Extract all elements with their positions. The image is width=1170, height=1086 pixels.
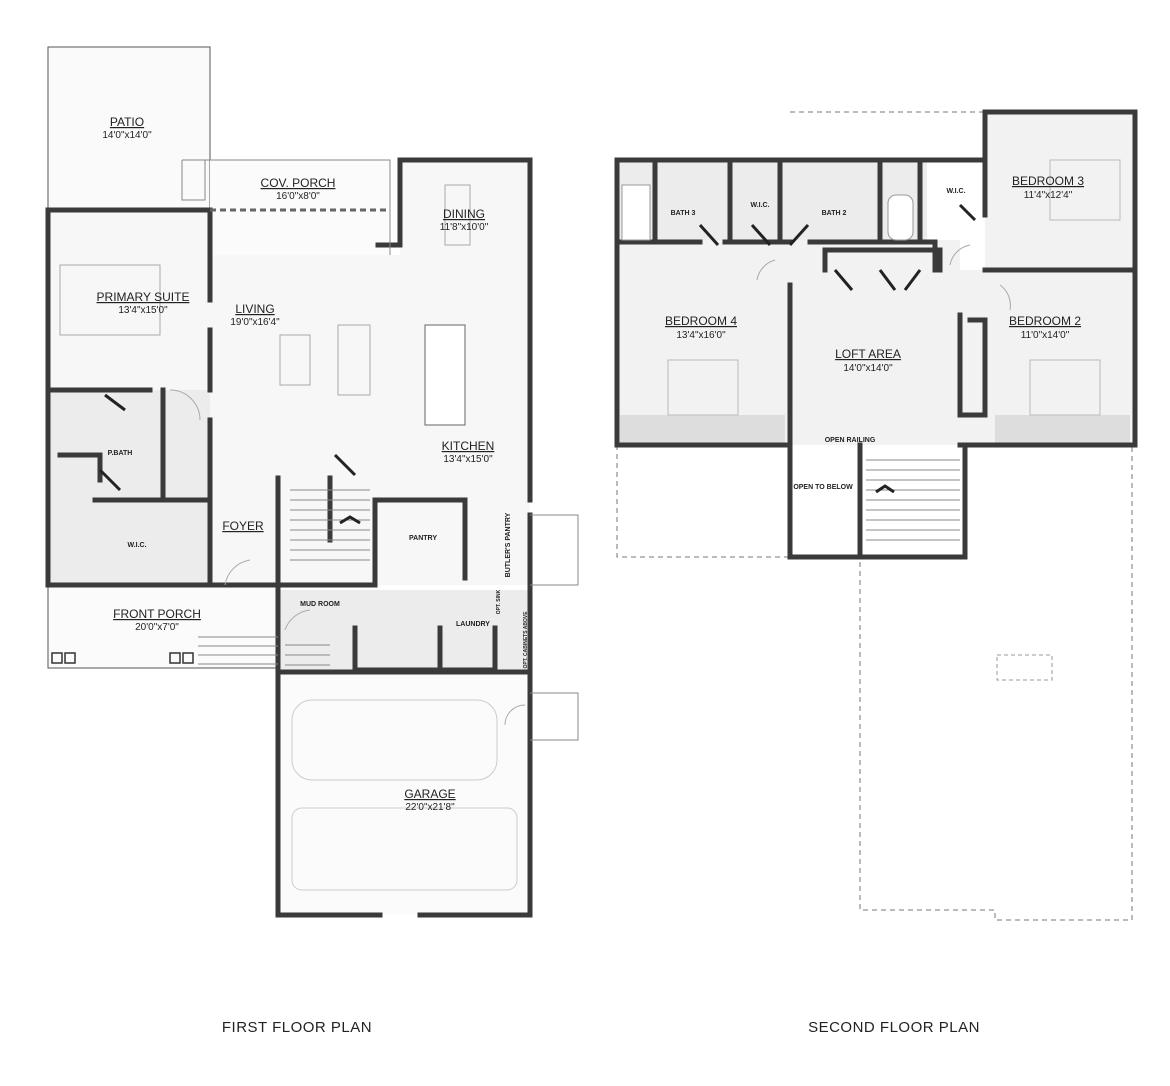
kitchen-island — [424, 324, 466, 426]
opt-cabinets-label: OPT. CABINETS ABOVE — [523, 611, 529, 669]
living-size: 19'0"x16'4" — [230, 317, 280, 328]
pbath-label: P.BATH — [108, 450, 133, 457]
loft-size: 14'0"x14'0" — [843, 363, 893, 374]
dining-walls — [375, 157, 533, 503]
mudroom-floor — [280, 590, 530, 670]
second-floor-exterior-walls — [614, 109, 1138, 448]
bed-bedroom4 — [667, 359, 739, 416]
cov-porch-size: 16'0"x8'0" — [276, 191, 320, 202]
dining-floor — [400, 160, 530, 260]
wic-label: W.I.C. — [127, 542, 146, 549]
window-seat-bedroom4 — [620, 415, 785, 443]
living-label: LIVING — [235, 302, 274, 316]
sofa — [337, 324, 371, 396]
first-floor-doors — [98, 389, 526, 726]
bedroom4-floor — [617, 240, 790, 445]
baths-floor — [617, 160, 927, 240]
bedroom3-size: 11'4"x12'4" — [1024, 190, 1073, 201]
loft-label: LOFT AREA — [835, 347, 901, 361]
wic-a-label: W.I.C. — [750, 202, 769, 209]
bedroom4-size: 13'4"x16'0" — [676, 330, 726, 341]
car-outline — [291, 699, 498, 781]
second-floor-stairs — [866, 459, 960, 541]
butlers-pantry-label: BUTLER'S PANTRY — [505, 512, 512, 577]
bedroom2-label: BEDROOM 2 — [1009, 314, 1081, 328]
garage-size: 22'0"x21'8" — [405, 802, 455, 813]
bedroom4-label: BEDROOM 4 — [665, 314, 737, 328]
patio-size: 14'0"x14'0" — [102, 130, 152, 141]
bath-walls-upper — [614, 157, 988, 273]
second-floor-plan: BATH 3 W.I.C. BATH 2 W.I.C. BEDROOM 3 11… — [614, 109, 1138, 1036]
cov-porch-floor — [210, 160, 390, 255]
primary-floor — [48, 210, 210, 390]
open-railing-label: OPEN RAILING — [825, 437, 876, 444]
laundry-label: LAUNDRY — [456, 621, 490, 628]
garage-walls — [275, 512, 533, 918]
bed-bedroom3 — [1049, 159, 1121, 221]
pantry-label: PANTRY — [409, 535, 437, 542]
open-to-below-label: OPEN TO BELOW — [793, 484, 853, 491]
mud-room-label: MUD ROOM — [300, 601, 340, 608]
dining-label: DINING — [443, 207, 485, 221]
front-porch-label: FRONT PORCH — [113, 607, 201, 621]
foyer-label: FOYER — [222, 519, 264, 533]
primary-suite-label: PRIMARY SUITE — [97, 290, 190, 304]
pbath-floor — [48, 390, 210, 585]
bathtub — [887, 194, 914, 241]
cov-porch-label: COV. PORCH — [261, 176, 336, 190]
bath3-label: BATH 3 — [671, 210, 696, 217]
first-floor-plan: PATIO 14'0"x14'0" COV. PORCH 16'0"x8'0" … — [45, 46, 579, 1036]
truck-outline — [291, 807, 518, 891]
stair-up-arrow-icon — [339, 515, 361, 525]
front-porch-size: 20'0"x7'0" — [135, 622, 179, 633]
linen-closets — [822, 247, 943, 273]
coffee-table — [279, 334, 311, 386]
bath-walls — [45, 387, 213, 588]
garage-skylight-outline — [996, 654, 1053, 681]
cov-porch-outline — [181, 159, 391, 255]
kitchen-size: 13'4"x15'0" — [443, 454, 493, 465]
dining-table — [444, 184, 471, 246]
garage-label: GARAGE — [404, 787, 455, 801]
kitchen-label: KITCHEN — [442, 439, 495, 453]
bedroom3-floor — [985, 112, 1135, 270]
bed-primary — [59, 264, 161, 336]
bumpouts — [530, 514, 579, 741]
bedroom2-size: 11'0"x14'0" — [1021, 330, 1070, 341]
window-seat-bedroom2 — [995, 415, 1130, 443]
garage-floor — [278, 672, 530, 915]
shower — [621, 184, 651, 241]
dining-size: 11'8"x10'0" — [440, 222, 489, 233]
bedroom3-label: BEDROOM 3 — [1012, 174, 1084, 188]
stair-down-arrow-icon — [875, 484, 895, 494]
bath2-label: BATH 2 — [822, 210, 847, 217]
second-floor-doors — [698, 203, 1011, 311]
wic-b-label: W.I.C. — [946, 188, 965, 195]
opt-sink-label: OPT. SINK — [496, 589, 502, 614]
bed-bedroom2 — [1029, 359, 1101, 416]
patio-area — [47, 46, 211, 211]
second-floor-title: SECOND FLOOR PLAN — [808, 1019, 980, 1036]
front-steps — [198, 636, 330, 666]
first-floor-footprint — [616, 111, 1133, 921]
primary-suite-size: 13'4"x15'0" — [118, 305, 168, 316]
porch-columns — [51, 652, 194, 664]
first-floor-title: FIRST FLOOR PLAN — [222, 1019, 372, 1036]
mudroom-walls — [275, 625, 533, 675]
loft-walls — [787, 282, 988, 560]
first-floor-stairs — [290, 489, 370, 561]
patio-label: PATIO — [110, 115, 144, 129]
loft-floor — [790, 240, 960, 445]
